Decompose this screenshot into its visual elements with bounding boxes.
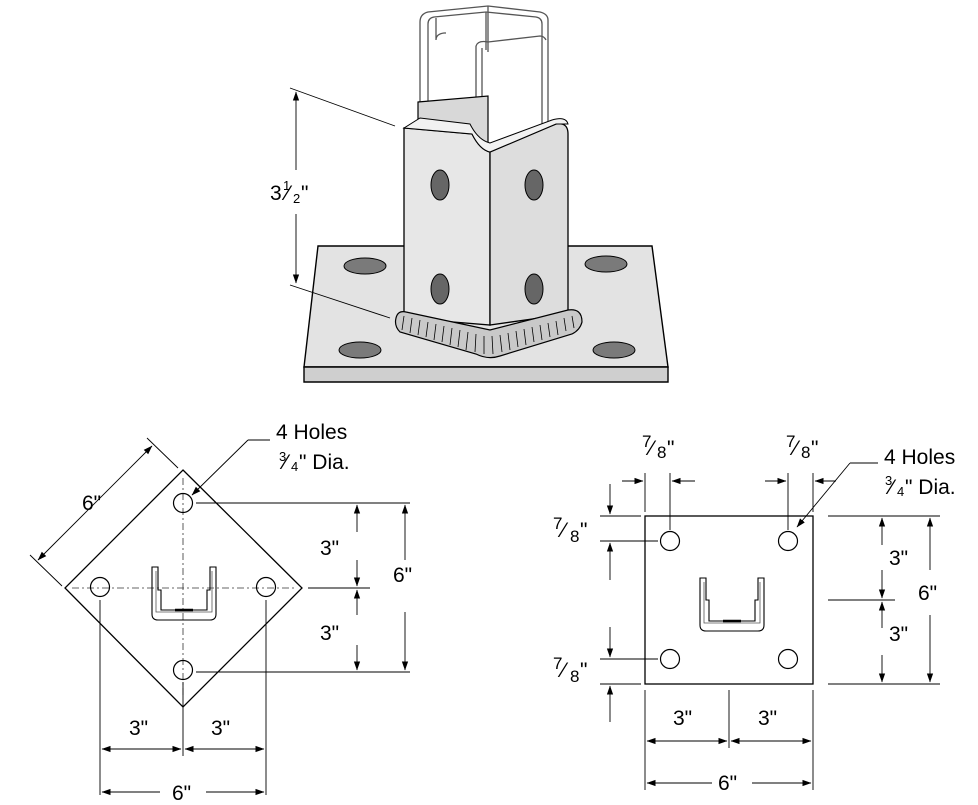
height-ext-top: [289, 87, 396, 127]
diag-ext-bottom: [29, 554, 63, 587]
edge-label-l2: 7 ⁄ 8 ": [553, 654, 587, 686]
hole-note-line2: 3 ⁄ 4 " Dia.: [279, 449, 350, 474]
plate-hole: [338, 341, 382, 359]
label-4: 4: [897, 484, 904, 499]
hole: [172, 659, 194, 681]
label-8: 8: [570, 667, 579, 686]
h-total-label: 6": [718, 772, 737, 795]
weld-ripples: [401, 315, 575, 355]
height-num: 1: [283, 178, 290, 193]
hole-leader-arrow: [796, 462, 851, 528]
square-plate: [644, 515, 814, 685]
hole-note-rest: " Dia.: [299, 451, 350, 474]
label-7: 7: [642, 432, 651, 451]
label-inch: ": [580, 659, 587, 682]
hole: [659, 530, 681, 552]
label-8: 8: [801, 443, 810, 462]
v-total-label: 6": [918, 582, 937, 605]
label-8: 8: [657, 443, 666, 462]
height-label: 3 1 ⁄ 2 ": [270, 178, 308, 206]
fitting-hole: [524, 169, 544, 201]
hole-note-den: 4: [291, 459, 298, 474]
label-inch: ": [811, 437, 818, 460]
height-den: 2: [293, 191, 300, 206]
v-half-top-label: 3": [320, 537, 339, 560]
channel-inner: [703, 582, 761, 624]
h-half-left-label: 3": [673, 707, 692, 730]
label-3: 3: [885, 473, 892, 488]
edge-label-tl: 7 ⁄ 8 ": [642, 432, 674, 462]
fitting-hole: [430, 273, 450, 305]
hole: [89, 576, 111, 598]
height-inch: ": [301, 182, 308, 205]
label-7: 7: [553, 514, 562, 533]
v-half-bottom-label: 3": [889, 623, 908, 646]
diamond-plan-view: 6" 4 Holes 3 ⁄ 4 " Dia. 3" 3" 6" 3": [29, 421, 412, 805]
edge-label-tr: 7 ⁄ 8 ": [786, 432, 818, 462]
fitting-hole: [430, 169, 450, 201]
hole: [777, 648, 799, 670]
hole-note-num: 3: [279, 449, 286, 464]
diag-dim: [37, 445, 153, 561]
label-inch: ": [580, 519, 587, 542]
h-total-label: 6": [172, 782, 191, 805]
h-half-right-label: 3": [211, 717, 230, 740]
plate-hole: [584, 255, 628, 273]
label-7: 7: [553, 654, 562, 673]
hole-leader-arrow: [191, 439, 249, 496]
diag-ext-top: [146, 437, 179, 469]
plate-hole: [592, 341, 636, 359]
fitting-hole: [524, 273, 544, 305]
hole-note-line2: 3 ⁄ 4 " Dia.: [885, 473, 956, 499]
hole: [659, 648, 681, 670]
label-7: 7: [786, 432, 795, 451]
isometric-view: 3 1 ⁄ 2 ": [270, 5, 669, 383]
base-plate-front-edge: [303, 366, 669, 383]
channel-strut: [419, 5, 549, 130]
weld-bead: [394, 309, 583, 359]
h-half-left-label: 3": [129, 717, 148, 740]
fitting-top-lip: [402, 117, 569, 153]
v-half-bottom-label: 3": [320, 622, 339, 645]
hole-note-line1: 4 Holes: [884, 446, 955, 469]
height-ext-bottom: [289, 284, 391, 319]
label-8: 8: [570, 527, 579, 546]
height-whole: 3: [270, 182, 282, 205]
channel-inner: [155, 571, 213, 613]
v-total-label: 6": [393, 564, 412, 587]
channel-outline: [699, 577, 765, 632]
diag-side-label: 6": [82, 492, 101, 515]
h-half-right-label: 3": [758, 707, 777, 730]
hole-note-line2-rest: " Dia.: [905, 476, 956, 499]
hole: [172, 492, 194, 514]
v-half-top-label: 3": [889, 547, 908, 570]
square-plan-view: 7 ⁄ 8 " 7 ⁄ 8 " 7 ⁄ 8 " 7: [553, 432, 956, 795]
plate-hole: [343, 257, 387, 275]
edge-label-l1: 7 ⁄ 8 ": [553, 514, 587, 546]
hole: [777, 530, 799, 552]
hole: [255, 576, 277, 598]
label-inch: ": [667, 437, 674, 460]
channel-outline: [151, 566, 217, 621]
hole-note-line1: 4 Holes: [276, 421, 347, 444]
